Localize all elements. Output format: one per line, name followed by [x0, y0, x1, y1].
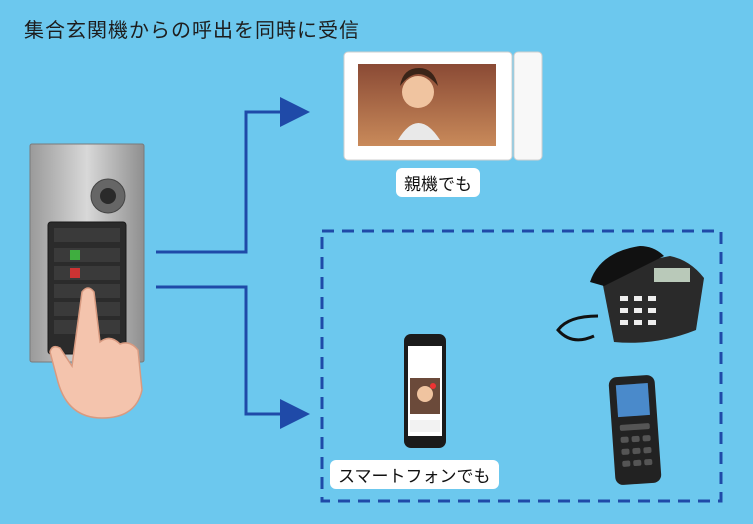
smartphone-icon	[404, 334, 446, 448]
pointing-hand-icon	[49, 287, 143, 419]
monitor-label: 親機でも	[396, 168, 480, 197]
desk-phone-icon	[556, 246, 704, 343]
feature-phone-icon	[608, 375, 662, 485]
arrow-to-monitor	[156, 97, 310, 254]
receiver-group-box	[320, 229, 723, 503]
video-monitor-icon	[343, 51, 543, 161]
diagram-title: 集合玄関機からの呼出を同時に受信	[24, 18, 360, 42]
smartphone-label: スマートフォンでも	[330, 460, 499, 489]
arrow-to-group	[156, 285, 310, 429]
